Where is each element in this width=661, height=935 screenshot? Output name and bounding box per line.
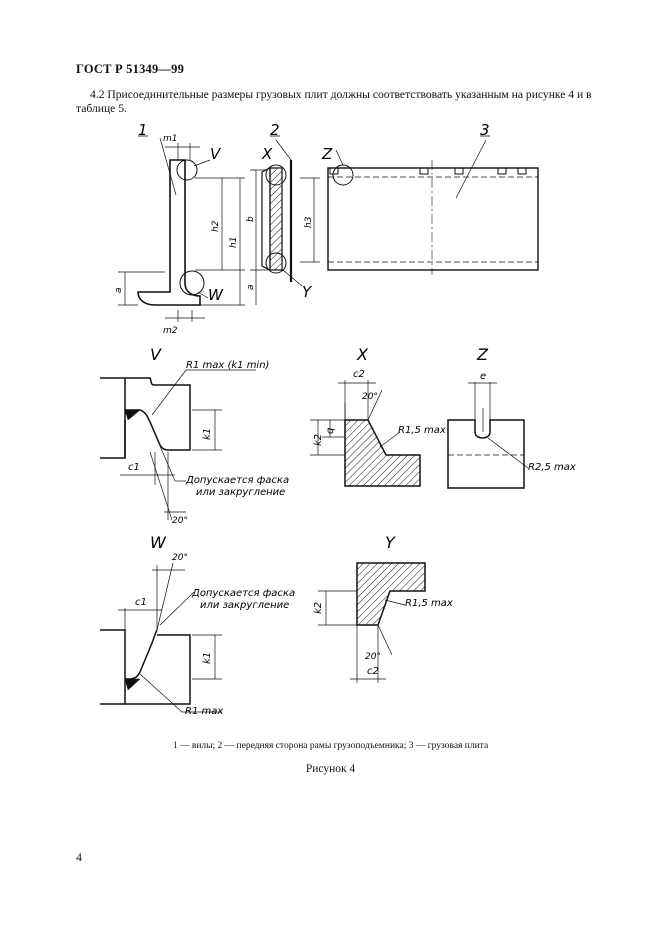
label-r25max: R2,5 max — [528, 462, 576, 473]
label-20deg-v: 20° — [172, 516, 188, 526]
label-n1: 1 — [138, 121, 148, 139]
frame-front-part-2 — [261, 160, 293, 282]
document-header: ГОСТ Р 51349—99 — [76, 62, 185, 76]
label-w-detail: W — [150, 533, 167, 552]
load-plate-part-3 — [327, 139, 539, 275]
label-e: e — [480, 371, 486, 382]
label-v-detail: V — [150, 345, 162, 364]
label-n3: 3 — [480, 121, 490, 139]
page-number: 4 — [76, 850, 82, 864]
label-h2: h2 — [211, 220, 221, 232]
label-m2: m2 — [163, 326, 178, 336]
label-r15max-x: R1,5 max — [398, 425, 446, 436]
label-r15max-y: R1,5 max — [405, 598, 453, 609]
label-z-detail: Z — [476, 345, 489, 364]
label-20deg-x: 20° — [362, 392, 378, 402]
figure-caption: 1 — вилы; 2 — передняя сторона рамы груз… — [172, 741, 489, 751]
label-m1: m1 — [163, 134, 178, 144]
figure-title: Рисунок 4 — [305, 763, 356, 775]
label-c1-w: c1 — [135, 597, 147, 608]
label-z-top: Z — [321, 145, 333, 163]
paragraph-4-2: 4.2 Присоединительные размеры грузовых п… — [76, 88, 592, 115]
label-k2-x: k2 — [313, 434, 324, 446]
detail-y — [318, 562, 426, 683]
label-k1-v: k1 — [202, 428, 213, 440]
detail-w — [100, 562, 222, 713]
label-a-mid: a — [246, 284, 256, 290]
label-20deg-y: 20° — [365, 652, 381, 662]
label-chamfer1-w: Допускается фаска — [191, 588, 295, 599]
label-c1-v: c1 — [128, 462, 140, 473]
label-20deg-w: 20° — [172, 553, 188, 563]
label-chamfer2-w: или закругление — [200, 600, 289, 611]
detail-v — [100, 369, 256, 521]
label-chamfer2-v: или закругление — [196, 487, 285, 498]
label-r1max-k1min: R1 max (k1 min) — [186, 360, 269, 371]
label-b: b — [246, 216, 256, 222]
label-x-detail: X — [356, 345, 369, 364]
figure-4-drawing: 1 m1 V W m2 h2 h1 a 2 X Y b a h3 3 — [100, 121, 576, 717]
label-r1max-w: R1 max — [185, 706, 223, 717]
label-a-left: a — [114, 287, 124, 293]
label-c2-y: c2 — [367, 666, 379, 677]
label-c2-x: c2 — [353, 369, 365, 380]
label-x-top: X — [261, 145, 273, 163]
label-q: q — [325, 428, 336, 434]
fork-part-1 — [137, 159, 205, 306]
label-h1: h1 — [229, 237, 239, 248]
label-k1-w: k1 — [202, 652, 213, 664]
label-y-top: Y — [302, 283, 313, 301]
detail-z — [447, 382, 529, 489]
label-v-top: V — [210, 145, 222, 163]
label-y-detail: Y — [385, 533, 396, 552]
label-n2: 2 — [270, 121, 280, 139]
label-h3: h3 — [304, 216, 314, 228]
detail-x — [310, 380, 421, 487]
label-w-top: W — [208, 286, 224, 304]
label-chamfer1-v: Допускается фаска — [185, 475, 289, 486]
label-k2-y: k2 — [313, 602, 324, 614]
